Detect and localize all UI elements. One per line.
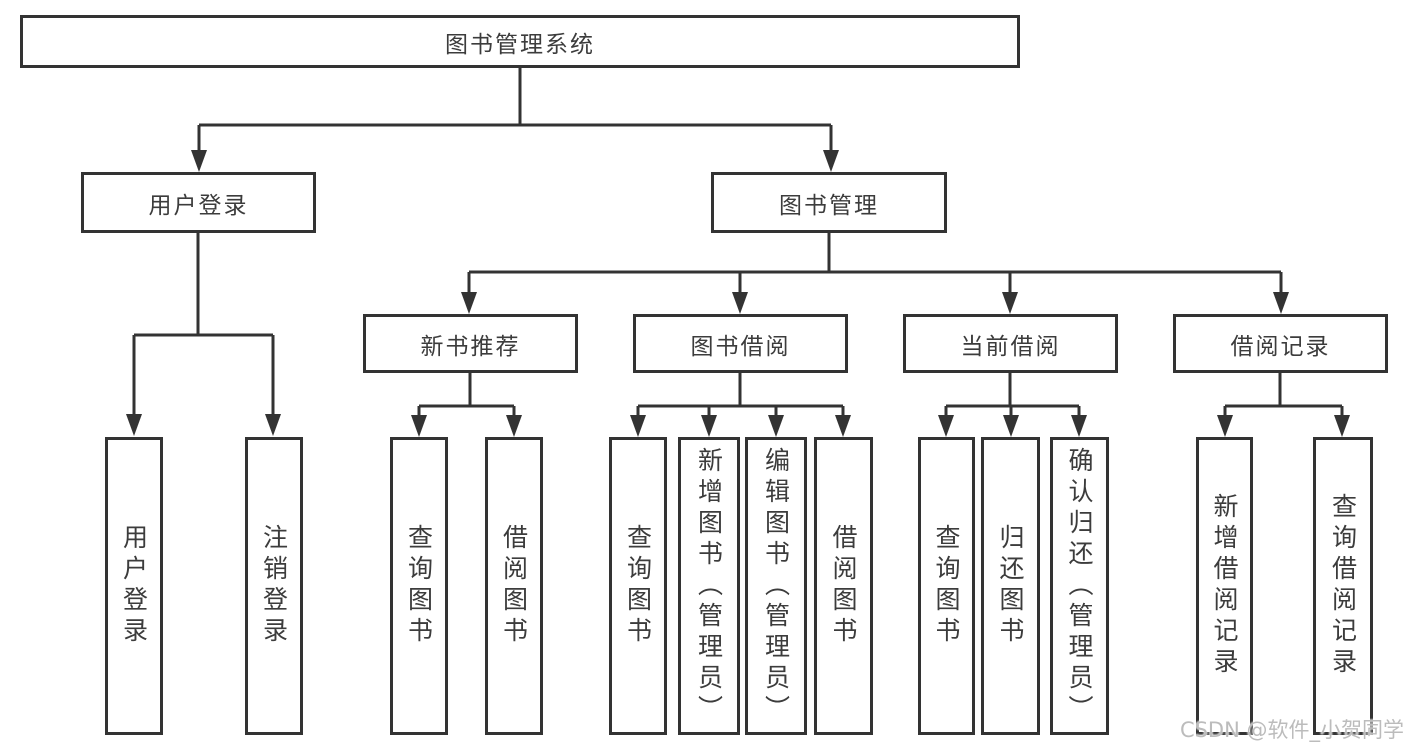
leaf-return-book: 归还图书 bbox=[981, 437, 1040, 735]
arrow-icon bbox=[1217, 415, 1233, 437]
arrow-icon bbox=[1003, 415, 1019, 437]
arrow-icon bbox=[768, 415, 784, 437]
leaf-add-book-admin: 新增图书（管理员） bbox=[678, 437, 740, 735]
arrow-icon bbox=[835, 415, 851, 437]
node-book-management: 图书管理 bbox=[711, 172, 947, 233]
arrow-icon bbox=[506, 415, 522, 437]
leaf-borrow-books: 借阅图书 bbox=[814, 437, 873, 735]
node-borrow-records: 借阅记录 bbox=[1173, 314, 1388, 373]
leaf-query-books-borrow: 查询图书 bbox=[609, 437, 667, 735]
leaf-user-login: 用户登录 bbox=[105, 437, 163, 735]
arrow-icon bbox=[823, 150, 839, 172]
node-new-book-recommend: 新书推荐 bbox=[363, 314, 578, 373]
arrow-icon bbox=[1002, 292, 1018, 314]
arrow-icon bbox=[701, 415, 717, 437]
arrow-icon bbox=[732, 292, 748, 314]
leaf-query-borrow-record: 查询借阅记录 bbox=[1313, 437, 1373, 735]
arrow-icon bbox=[938, 415, 954, 437]
arrow-icon bbox=[265, 414, 281, 436]
arrow-icon bbox=[630, 415, 646, 437]
node-library-management-system: 图书管理系统 bbox=[20, 15, 1020, 68]
leaf-borrow-books-recommend: 借阅图书 bbox=[485, 437, 543, 735]
leaf-logout: 注销登录 bbox=[245, 437, 303, 735]
arrow-icon bbox=[191, 150, 207, 172]
leaf-add-borrow-record: 新增借阅记录 bbox=[1196, 437, 1253, 735]
leaf-query-books-recommend: 查询图书 bbox=[390, 437, 448, 735]
node-book-borrow: 图书借阅 bbox=[633, 314, 848, 373]
arrow-icon bbox=[1334, 415, 1350, 437]
arrow-icon bbox=[126, 414, 142, 436]
csdn-watermark: CSDN @软件_小贺同学 bbox=[1179, 718, 1404, 742]
leaf-confirm-return-admin: 确认归还（管理员） bbox=[1050, 437, 1109, 735]
arrow-icon bbox=[461, 292, 477, 314]
arrow-icon bbox=[411, 415, 427, 437]
node-user-login: 用户登录 bbox=[81, 172, 316, 233]
arrow-icon bbox=[1273, 292, 1289, 314]
leaf-edit-book-admin: 编辑图书（管理员） bbox=[745, 437, 807, 735]
leaf-query-books-current: 查询图书 bbox=[918, 437, 975, 735]
node-current-borrow: 当前借阅 bbox=[903, 314, 1118, 373]
arrow-icon bbox=[1071, 415, 1087, 437]
